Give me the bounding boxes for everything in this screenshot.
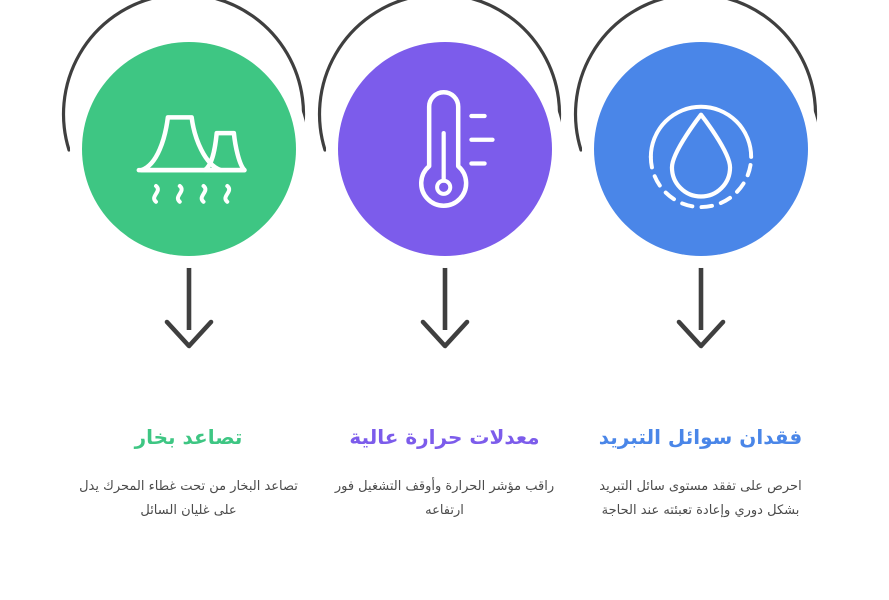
body-steam-emission: تصاعد البخار من تحت غطاء المحرك يدل على … — [79, 479, 298, 519]
badge-coolant-loss — [573, 0, 829, 360]
arrow-head-icon — [164, 319, 213, 349]
body-high-temperature: راقب مؤشر الحرارة وأوقف التشغيل فور ارتف… — [334, 479, 555, 519]
arrow-head-icon — [420, 319, 469, 349]
badge-steam-emission — [61, 0, 317, 360]
icon-disc-high-temperature — [337, 42, 552, 256]
arrow-head-icon — [676, 319, 725, 349]
body-coolant-loss: احرص على تفقد مستوى سائل التبريد بشكل دو… — [599, 479, 802, 519]
badge-high-temperature — [317, 0, 573, 360]
heading-high-temperature: معدلات حرارة عالية — [349, 425, 540, 449]
column-high-temperature: معدلات حرارة عالية راقب مؤشر الحرارة وأو… — [317, 0, 573, 600]
column-steam-emission: تصاعد بخار تصاعد البخار من تحت غطاء المح… — [61, 0, 317, 600]
cooling-tower-icon — [136, 115, 247, 204]
icon-disc-steam-emission — [81, 42, 296, 256]
heading-coolant-loss: فقدان سوائل التبريد — [598, 425, 803, 449]
icon-disc-coolant-loss — [593, 42, 808, 256]
text-block-coolant-loss: فقدان سوائل التبريد احرص على تفقد مستوى … — [583, 424, 819, 523]
heading-steam-emission: تصاعد بخار — [134, 425, 243, 449]
water-drop-icon — [648, 104, 753, 209]
text-block-high-temperature: معدلات حرارة عالية راقب مؤشر الحرارة وأو… — [327, 424, 563, 523]
thermometer-icon — [418, 90, 495, 208]
column-coolant-loss: فقدان سوائل التبريد احرص على تفقد مستوى … — [573, 0, 829, 600]
text-block-steam-emission: تصاعد بخار تصاعد البخار من تحت غطاء المح… — [71, 424, 307, 523]
